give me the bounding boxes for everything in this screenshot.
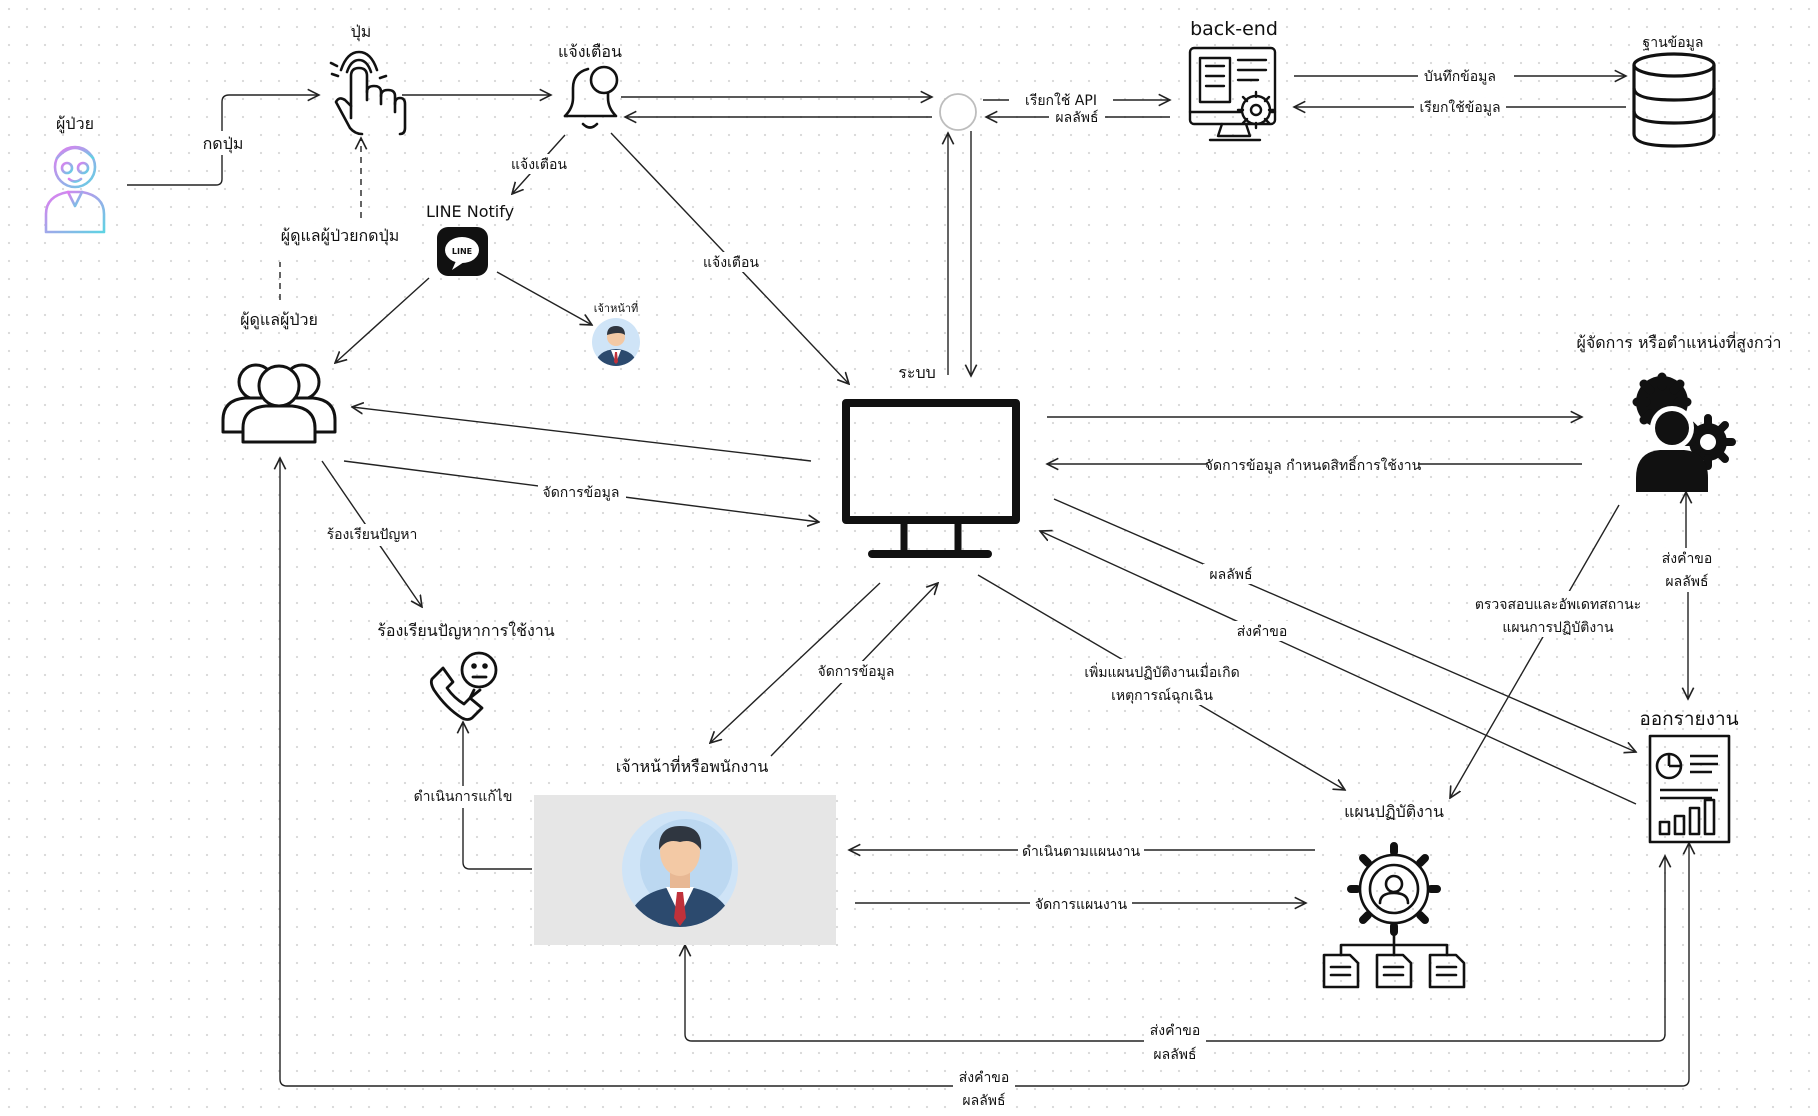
label-manage-data-staff: จัดการข้อมูล (818, 664, 895, 680)
edge-manager-plan (1450, 504, 1620, 798)
node-database: ฐานข้อมูล (1632, 35, 1716, 148)
label-call-api: เรียกใช้ API (1025, 92, 1097, 109)
officer-small-title: เจ้าหน้าที่ (594, 300, 639, 315)
label-fetch-data: เรียกใช้ข้อมูล (1419, 99, 1500, 116)
alert-title: แจ้งเตือน (558, 42, 622, 61)
node-system: ระบบ (842, 363, 1020, 558)
label-manage-rights: จัดการข้อมูล กำหนดสิทธิ์การใช้งาน (1205, 455, 1422, 474)
label-verify-2: แผนการปฏิบัติงาน (1502, 620, 1614, 636)
patient-title: ผู้ป่วย (56, 114, 94, 134)
node-patient: ผู้ป่วย (44, 114, 106, 234)
label-manage-plan: จัดการแผนงาน (1035, 897, 1128, 913)
label-staff-req-1: ส่งคำขอ (1150, 1023, 1201, 1039)
edge-system-caregiver (352, 407, 812, 462)
edge-labels: กดปุ่ม ผู้ดูแลผู้ป่วยกดปุ่ม แจ้งเตือน แจ… (197, 67, 1718, 1112)
touch-button-icon (329, 50, 407, 136)
label-alert-line: แจ้งเตือน (511, 157, 567, 173)
label-staff-req-2: ผลลัพธ์ (1153, 1046, 1196, 1063)
label-mgr-req-1: ส่งคำขอ (1662, 551, 1713, 567)
edge-line-caregiver (335, 277, 430, 363)
label-result-api: ผลลัพธ์ (1055, 109, 1098, 126)
label-complain: ร้องเรียนปัญหา (327, 527, 418, 543)
label-add-plan-2: เหตุการณ์ฉุกเฉิน (1111, 687, 1213, 704)
system-title: ระบบ (898, 363, 936, 382)
staff-avatar-icon (622, 811, 738, 927)
line-notify-title: LINE Notify (426, 202, 514, 221)
database-icon (1632, 52, 1716, 148)
line-app-icon: LINE (437, 227, 488, 276)
node-complaint: ร้องเรียนปัญหาการใช้งาน (377, 621, 555, 721)
label-care-req-1: ส่งคำขอ (959, 1070, 1010, 1086)
hub-circle-icon (939, 93, 977, 131)
label-add-plan-1: เพิ่มแผนปฏิบัติงานเมื่อเกิด (1084, 663, 1239, 681)
node-manager: ผู้จัดการ หรือตำแหน่งที่สูงกว่า (1576, 331, 1782, 492)
label-fix: ดำเนินการแก้ไข (414, 788, 513, 805)
staff-title: เจ้าหน้าที่หรือพนักงาน (616, 755, 769, 776)
label-result-report: ผลลัพธ์ (1209, 566, 1252, 583)
plan-title: แผนปฏิบัติงาน (1344, 802, 1444, 821)
label-follow-plan: ดำเนินตามแผนงาน (1022, 844, 1141, 860)
node-line-notify: LINE Notify LINE (426, 202, 514, 276)
label-verify-1: ตรวจสอบและอัพเดทสถานะ (1475, 597, 1641, 613)
label-manage-data-caregiver: จัดการข้อมูล (543, 485, 620, 501)
node-caregiver: ผู้ดูแลผู้ป่วย (221, 310, 337, 444)
edge-line-officer (496, 271, 592, 325)
edge-staff-complaint (463, 722, 532, 870)
node-plan: แผนปฏิบัติงาน (1322, 802, 1466, 989)
phone-complaint-icon (429, 651, 498, 721)
elderly-person-icon (44, 145, 106, 234)
report-icon (1648, 734, 1731, 844)
manager-title: ผู้จัดการ หรือตำแหน่งที่สูงกว่า (1576, 331, 1781, 353)
server-settings-icon (1188, 46, 1277, 142)
backend-title: back-end (1190, 18, 1278, 40)
label-press-button: กดปุ่ม (203, 134, 244, 154)
workflow-gear-icon (1322, 842, 1466, 989)
label-mgr-req-2: ผลลัพธ์ (1665, 573, 1708, 590)
complaint-title: ร้องเรียนปัญหาการใช้งาน (377, 621, 554, 640)
node-hub (939, 93, 977, 131)
button-title: ปุ่ม (351, 22, 372, 42)
node-staff: เจ้าหน้าที่หรือพนักงาน (534, 755, 836, 945)
officer-avatar-icon (592, 318, 640, 366)
label-alert-system: แจ้งเตือน (703, 255, 759, 271)
svg-text:LINE: LINE (452, 247, 472, 256)
label-request-report: ส่งคำขอ (1237, 624, 1288, 640)
node-report: ออกรายงาน (1639, 708, 1739, 844)
group-icon (221, 363, 337, 444)
node-backend: back-end (1188, 18, 1278, 142)
database-title: ฐานข้อมูล (1643, 35, 1704, 51)
monitor-icon (842, 399, 1020, 558)
label-caregiver-press: ผู้ดูแลผู้ป่วยกดปุ่ม (281, 226, 400, 246)
report-title: ออกรายงาน (1639, 708, 1738, 730)
label-care-req-2: ผลลัพธ์ (962, 1092, 1005, 1109)
bell-icon (563, 65, 619, 129)
node-button: ปุ่ม (329, 22, 407, 136)
node-alert: แจ้งเตือน (558, 42, 622, 129)
label-save-data: บันทึกข้อมูล (1424, 69, 1496, 85)
node-officer-small: เจ้าหน้าที่ (592, 300, 640, 366)
manager-gear-icon (1632, 372, 1736, 492)
caregiver-title: ผู้ดูแลผู้ป่วย (240, 310, 318, 330)
